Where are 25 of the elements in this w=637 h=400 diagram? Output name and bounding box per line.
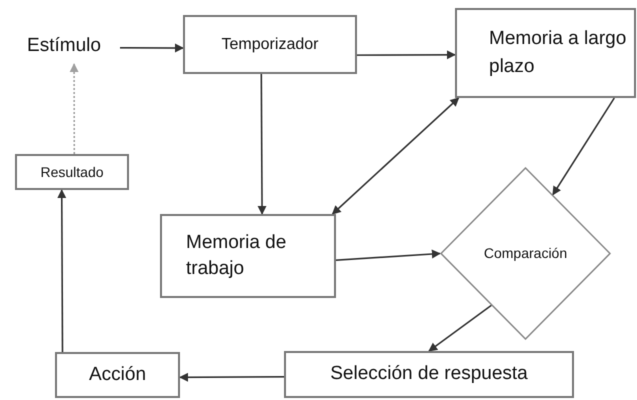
arrow <box>120 44 184 52</box>
arrow <box>336 250 441 261</box>
box-label: Temporizador <box>222 34 318 54</box>
arrow <box>258 74 267 215</box>
box-label: Resultado <box>40 162 104 182</box>
arrow <box>428 304 492 352</box>
arrow <box>552 98 615 196</box>
box-label: Acción <box>88 362 146 387</box>
process-box <box>284 351 574 398</box>
box-label: Selección de respuesta <box>330 362 528 386</box>
process-box <box>55 352 180 398</box>
arrow <box>70 63 79 154</box>
box-label: Memoria a largo plazo <box>489 27 628 79</box>
arrow <box>357 50 456 60</box>
box-label: Memoria de trabajo <box>186 231 288 281</box>
process-box <box>15 154 129 190</box>
decision-diamond <box>440 167 611 340</box>
box-label: Comparación <box>484 244 568 263</box>
arrow <box>332 97 460 215</box>
process-box <box>183 15 357 74</box>
process-box <box>455 8 636 98</box>
node-label: Estímulo <box>27 34 101 58</box>
process-box <box>160 214 336 298</box>
arrow <box>179 372 284 382</box>
arrow <box>57 189 66 352</box>
